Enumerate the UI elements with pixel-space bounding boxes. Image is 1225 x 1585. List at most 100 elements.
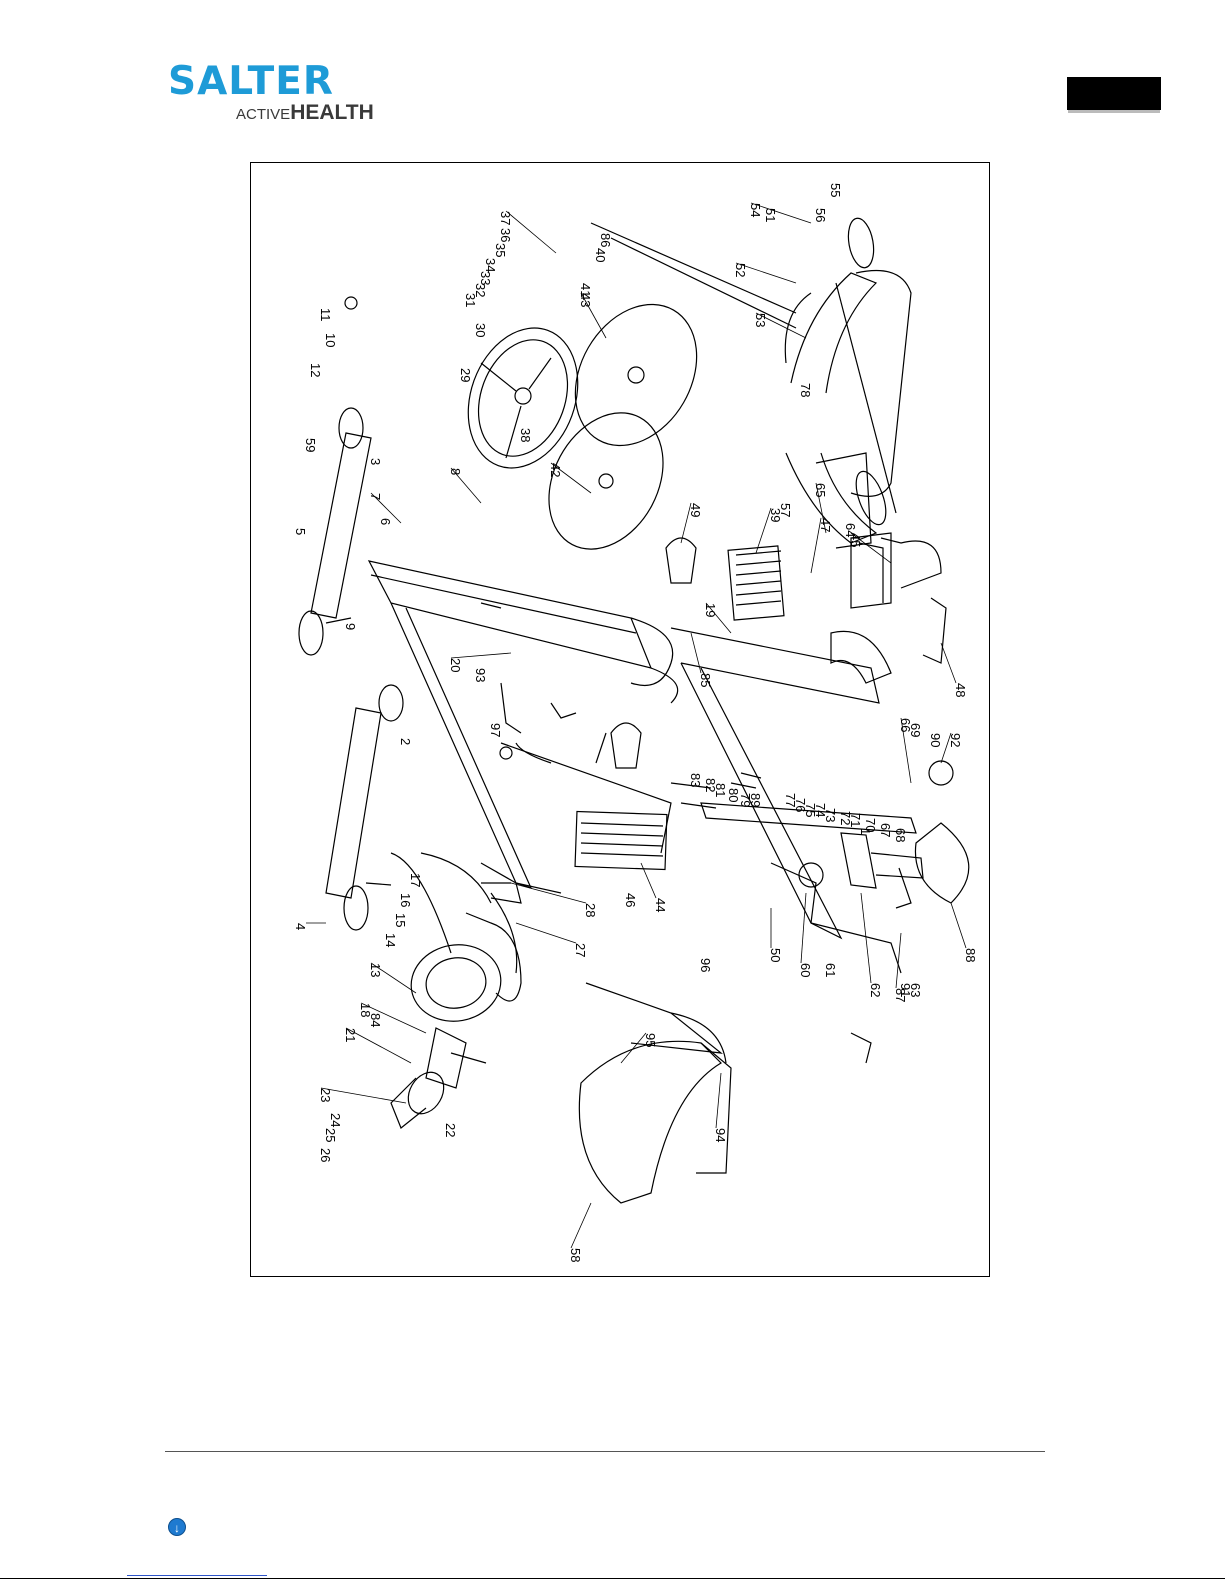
part-number-label: 37 [498, 211, 513, 225]
part-number-label: 63 [908, 983, 923, 997]
part-number-label: 94 [713, 1128, 728, 1142]
leader-line [860, 892, 872, 984]
part-number-label: 32 [473, 283, 488, 297]
part-number-label: 57 [778, 503, 793, 517]
part-number-label: 22 [443, 1123, 458, 1137]
leader-line [690, 632, 702, 674]
part-number-label: 28 [583, 903, 598, 917]
part-number-label: 36 [498, 228, 513, 242]
logo-wordmark: SALTER [168, 59, 334, 104]
part-number-label: 56 [813, 208, 828, 222]
part-number-label: 11 [318, 308, 333, 322]
logo-subtitle-health: HEALTH [290, 101, 374, 124]
page-tab-marker [1067, 77, 1161, 110]
leader-line [505, 210, 557, 254]
part-number-label: 14 [383, 933, 398, 947]
footer-divider [165, 1451, 1045, 1452]
part-number-label: 17 [408, 873, 423, 887]
part-number-label: 6 [378, 518, 393, 525]
part-number-label: 19 [703, 603, 718, 617]
part-number-label: 92 [948, 733, 963, 747]
leader-line [510, 882, 587, 904]
stabilizers [298, 407, 404, 931]
part-number-label: 73 [823, 808, 838, 822]
part-number-label: 31 [463, 293, 478, 307]
leader-lines [306, 202, 967, 1249]
leader-line [580, 292, 607, 339]
part-number-label: 91 [898, 983, 913, 997]
part-number-label: 76 [793, 798, 808, 812]
part-number-label: 8 [448, 468, 463, 475]
part-number-label: 87 [893, 988, 908, 1002]
logo-subtitle: ACTIVEHEALTH [236, 101, 374, 125]
leader-line [735, 262, 797, 284]
part-number-label: 25 [323, 1128, 338, 1142]
leader-line [895, 932, 902, 989]
part-number-label: 85 [698, 673, 713, 687]
leader-line [680, 502, 692, 544]
seat-post [700, 802, 970, 909]
leader-line [900, 717, 912, 784]
part-number-label: 45 [848, 533, 863, 547]
leader-line [755, 507, 772, 554]
part-number-label: 2 [398, 738, 413, 745]
part-number-label: 9 [343, 623, 358, 630]
part-number-label: 5 [293, 528, 308, 535]
part-number-label: 51 [763, 208, 778, 222]
leader-line [450, 467, 482, 504]
part-number-label: 53 [753, 313, 768, 327]
part-number-label: 50 [768, 948, 783, 962]
part-number-label: 78 [798, 383, 813, 397]
part-number-label: 81 [713, 783, 728, 797]
leader-line [750, 202, 812, 224]
part-labels: 1234567891011121314151617181920212223242… [293, 183, 978, 1262]
leader-line [570, 1202, 592, 1249]
leader-line [370, 962, 417, 994]
part-number-label: 97 [488, 723, 503, 737]
part-number-label: 90 [928, 733, 943, 747]
part-number-label: 27 [573, 943, 588, 957]
part-number-label: 42 [548, 463, 563, 477]
part-number-label: 3 [368, 458, 383, 465]
part-number-label: 58 [568, 1248, 583, 1262]
part-number-label: 39 [768, 508, 783, 522]
part-number-label: 75 [803, 803, 818, 817]
part-number-label: 40 [593, 248, 608, 262]
bottom-link-underline[interactable] [127, 1575, 267, 1576]
handlebar [784, 217, 912, 549]
flywheel [467, 303, 698, 550]
small-hardware [344, 222, 947, 1064]
part-number-label: 71 [848, 813, 863, 827]
part-number-label: 1 [858, 828, 873, 835]
part-number-label: 21 [343, 1028, 358, 1042]
part-number-label: 62 [868, 983, 883, 997]
leader-line [620, 1032, 647, 1064]
part-number-label: 74 [813, 803, 828, 817]
leader-line [850, 532, 892, 564]
logo-subtitle-active: ACTIVE [236, 106, 291, 123]
part-number-label: 72 [838, 811, 853, 825]
leader-line [940, 732, 952, 764]
leader-line [320, 1087, 407, 1104]
resistance-grilles [574, 545, 785, 871]
part-number-label: 89 [748, 793, 763, 807]
part-number-label: 4 [293, 923, 308, 930]
part-number-label: 23 [318, 1088, 333, 1102]
part-number-label: 77 [783, 793, 798, 807]
part-number-label: 83 [688, 773, 703, 787]
arrow-down-circle-icon[interactable]: ↓ [168, 1518, 186, 1536]
leader-line [370, 492, 402, 524]
leader-line [810, 517, 822, 574]
part-number-label: 68 [893, 828, 908, 842]
part-number-label: 84 [368, 1013, 383, 1027]
part-number-label: 60 [798, 963, 813, 977]
part-number-label: 13 [368, 963, 383, 977]
part-number-label: 12 [308, 363, 323, 377]
leader-line [705, 602, 732, 634]
part-number-label: 96 [698, 958, 713, 972]
leader-line [360, 1002, 427, 1034]
leader-line [550, 462, 592, 494]
part-number-label: 49 [688, 503, 703, 517]
part-number-label: 86 [598, 233, 613, 247]
